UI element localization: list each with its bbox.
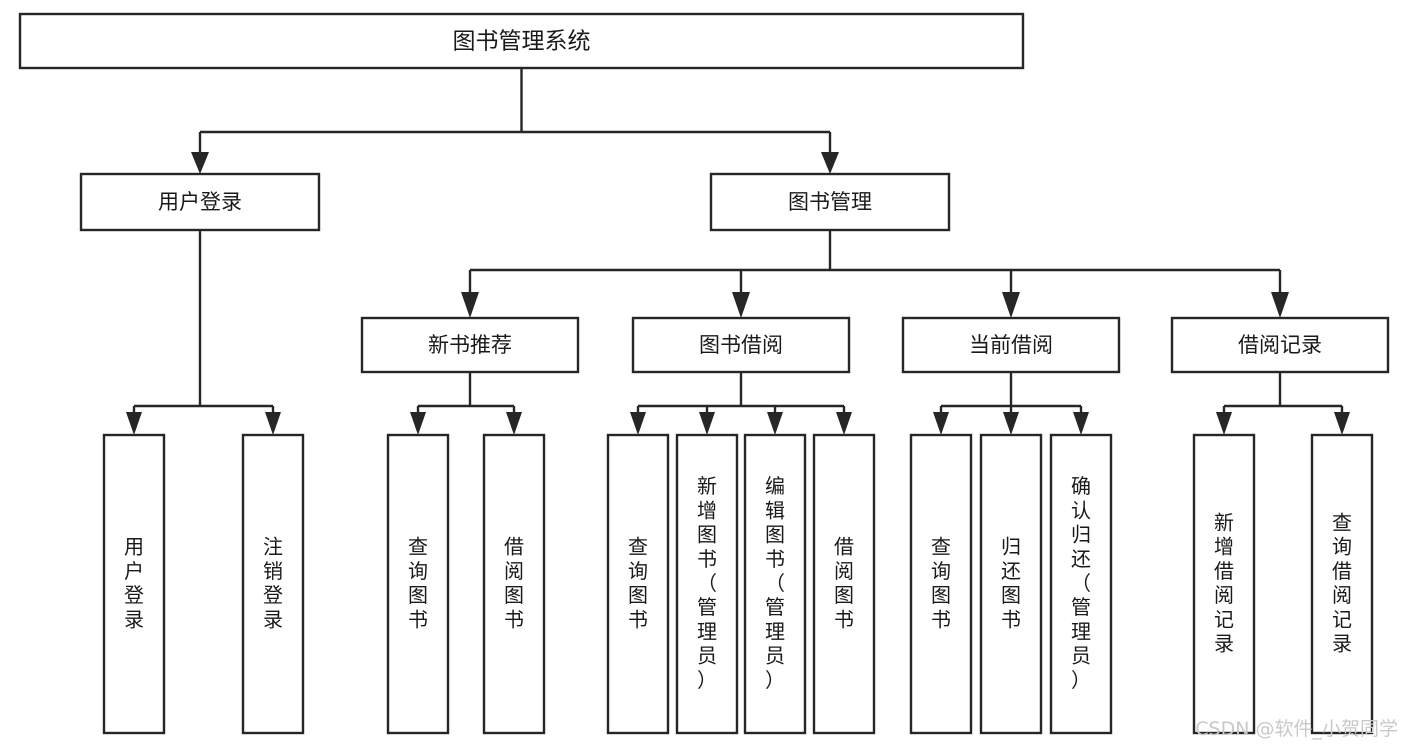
- arrowhead-leaf-query-borrow-record: [1334, 412, 1350, 435]
- node-leaf-query-borrow-record-box[interactable]: [1310, 433, 1374, 735]
- node-leaf-borrow-books-rec[interactable]: 借阅图书: [482, 433, 546, 735]
- node-leaf-return-books[interactable]: 归还图书: [979, 433, 1043, 735]
- node-leaf-user-login[interactable]: 用户登录: [102, 433, 166, 735]
- node-leaf-query-books-rec-box[interactable]: [386, 433, 450, 735]
- node-leaf-user-login-label: 用户登录: [124, 534, 144, 631]
- connector-layer: [126, 68, 1350, 435]
- node-book-borrow-label: 图书借阅: [699, 333, 783, 357]
- node-leaf-query-books-borrow[interactable]: 查询图书: [606, 433, 670, 735]
- node-leaf-confirm-return-admin-label: 确认归还（管理员）: [1071, 474, 1091, 692]
- node-current-borrow-label: 当前借阅: [969, 333, 1053, 357]
- node-current-borrow[interactable]: 当前借阅: [901, 316, 1121, 374]
- node-leaf-query-books-borrow-box[interactable]: [606, 433, 670, 735]
- node-root-box[interactable]: [18, 12, 1025, 70]
- arrowhead-leaf-borrow-books-borrow: [836, 412, 852, 435]
- node-leaf-logout-box[interactable]: [241, 433, 305, 735]
- node-book-management[interactable]: 图书管理: [709, 172, 951, 232]
- node-root-label: 图书管理系统: [453, 29, 591, 55]
- arrowhead-book-borrow: [732, 292, 750, 318]
- node-leaf-borrow-books-rec-box[interactable]: [482, 433, 546, 735]
- node-leaf-logout-label: 注销登录: [263, 534, 283, 631]
- arrowhead-leaf-add-borrow-record: [1216, 412, 1232, 435]
- leaf-nodes-layer: 用户登录 注销登录 查询图书 借阅图书 查询图书 新增图书（管理员） 编辑图书（…: [102, 433, 1374, 735]
- node-leaf-borrow-books-borrow-box[interactable]: [812, 433, 876, 735]
- node-current-borrow-box[interactable]: [901, 316, 1121, 374]
- node-borrow-record-box[interactable]: [1170, 316, 1390, 374]
- node-leaf-query-books-current[interactable]: 查询图书: [909, 433, 973, 735]
- node-borrow-record[interactable]: 借阅记录: [1170, 316, 1390, 374]
- node-leaf-query-borrow-record-label: 查询借阅记录: [1332, 510, 1352, 655]
- node-new-book-recommend[interactable]: 新书推荐: [360, 316, 580, 374]
- node-leaf-user-login-box[interactable]: [102, 433, 166, 735]
- node-leaf-confirm-return-admin[interactable]: 确认归还（管理员）: [1049, 433, 1113, 735]
- node-leaf-confirm-return-admin-box[interactable]: [1049, 433, 1113, 735]
- node-new-book-recommend-label: 新书推荐: [428, 333, 512, 357]
- arrowhead-leaf-borrow-books-rec: [506, 412, 522, 435]
- node-leaf-return-books-box[interactable]: [979, 433, 1043, 735]
- node-book-borrow[interactable]: 图书借阅: [631, 316, 851, 374]
- arrowhead-leaf-edit-book-admin: [767, 412, 783, 435]
- arrowhead-leaf-query-books-borrow: [630, 412, 646, 435]
- node-user-login-label: 用户登录: [158, 190, 242, 214]
- node-book-borrow-box[interactable]: [631, 316, 851, 374]
- node-leaf-add-book-admin-label: 新增图书（管理员）: [697, 474, 717, 692]
- node-leaf-add-borrow-record[interactable]: 新增借阅记录: [1192, 433, 1256, 735]
- arrowhead-current-borrow: [1002, 292, 1020, 318]
- arrowhead-user-login: [191, 152, 209, 174]
- node-leaf-edit-book-admin-label: 编辑图书（管理员）: [765, 474, 785, 692]
- node-leaf-add-borrow-record-box[interactable]: [1192, 433, 1256, 735]
- node-borrow-record-label: 借阅记录: [1238, 333, 1322, 357]
- node-leaf-query-books-rec[interactable]: 查询图书: [386, 433, 450, 735]
- arrowhead-leaf-confirm-return-admin: [1073, 412, 1089, 435]
- node-leaf-borrow-books-rec-label: 借阅图书: [504, 534, 524, 631]
- node-leaf-query-books-current-label: 查询图书: [931, 534, 951, 631]
- arrowhead-leaf-return-books: [1003, 412, 1019, 435]
- csdn-watermark: CSDN @软件_小贺同学: [1195, 718, 1398, 740]
- node-leaf-edit-book-admin-box[interactable]: [743, 433, 807, 735]
- node-user-login[interactable]: 用户登录: [79, 172, 321, 232]
- arrowhead-borrow-record: [1271, 292, 1289, 318]
- node-leaf-return-books-label: 归还图书: [1001, 534, 1021, 631]
- arrowhead-leaf-logout: [265, 412, 281, 435]
- node-root[interactable]: 图书管理系统: [18, 12, 1025, 70]
- node-leaf-query-books-current-box[interactable]: [909, 433, 973, 735]
- arrowhead-leaf-add-book-admin: [699, 412, 715, 435]
- node-leaf-edit-book-admin[interactable]: 编辑图书（管理员）: [743, 433, 807, 735]
- node-new-book-recommend-box[interactable]: [360, 316, 580, 374]
- arrowhead-leaf-user-login: [126, 412, 142, 435]
- node-leaf-query-borrow-record[interactable]: 查询借阅记录: [1310, 433, 1374, 735]
- node-book-management-box[interactable]: [709, 172, 951, 232]
- arrowhead-new-book-recommend: [461, 292, 479, 318]
- node-leaf-query-books-rec-label: 查询图书: [408, 534, 428, 631]
- node-book-management-label: 图书管理: [788, 190, 872, 214]
- node-user-login-box[interactable]: [79, 172, 321, 232]
- node-leaf-borrow-books-borrow[interactable]: 借阅图书: [812, 433, 876, 735]
- arrowhead-book-management: [821, 152, 839, 174]
- node-leaf-borrow-books-borrow-label: 借阅图书: [834, 534, 854, 631]
- node-leaf-query-books-borrow-label: 查询图书: [628, 534, 648, 631]
- node-leaf-add-book-admin-box[interactable]: [675, 433, 739, 735]
- arrowhead-leaf-query-books-current: [933, 412, 949, 435]
- arrowhead-leaf-query-books-rec: [410, 412, 426, 435]
- node-leaf-logout[interactable]: 注销登录: [241, 433, 305, 735]
- node-leaf-add-book-admin[interactable]: 新增图书（管理员）: [675, 433, 739, 735]
- node-leaf-add-borrow-record-label: 新增借阅记录: [1214, 510, 1234, 655]
